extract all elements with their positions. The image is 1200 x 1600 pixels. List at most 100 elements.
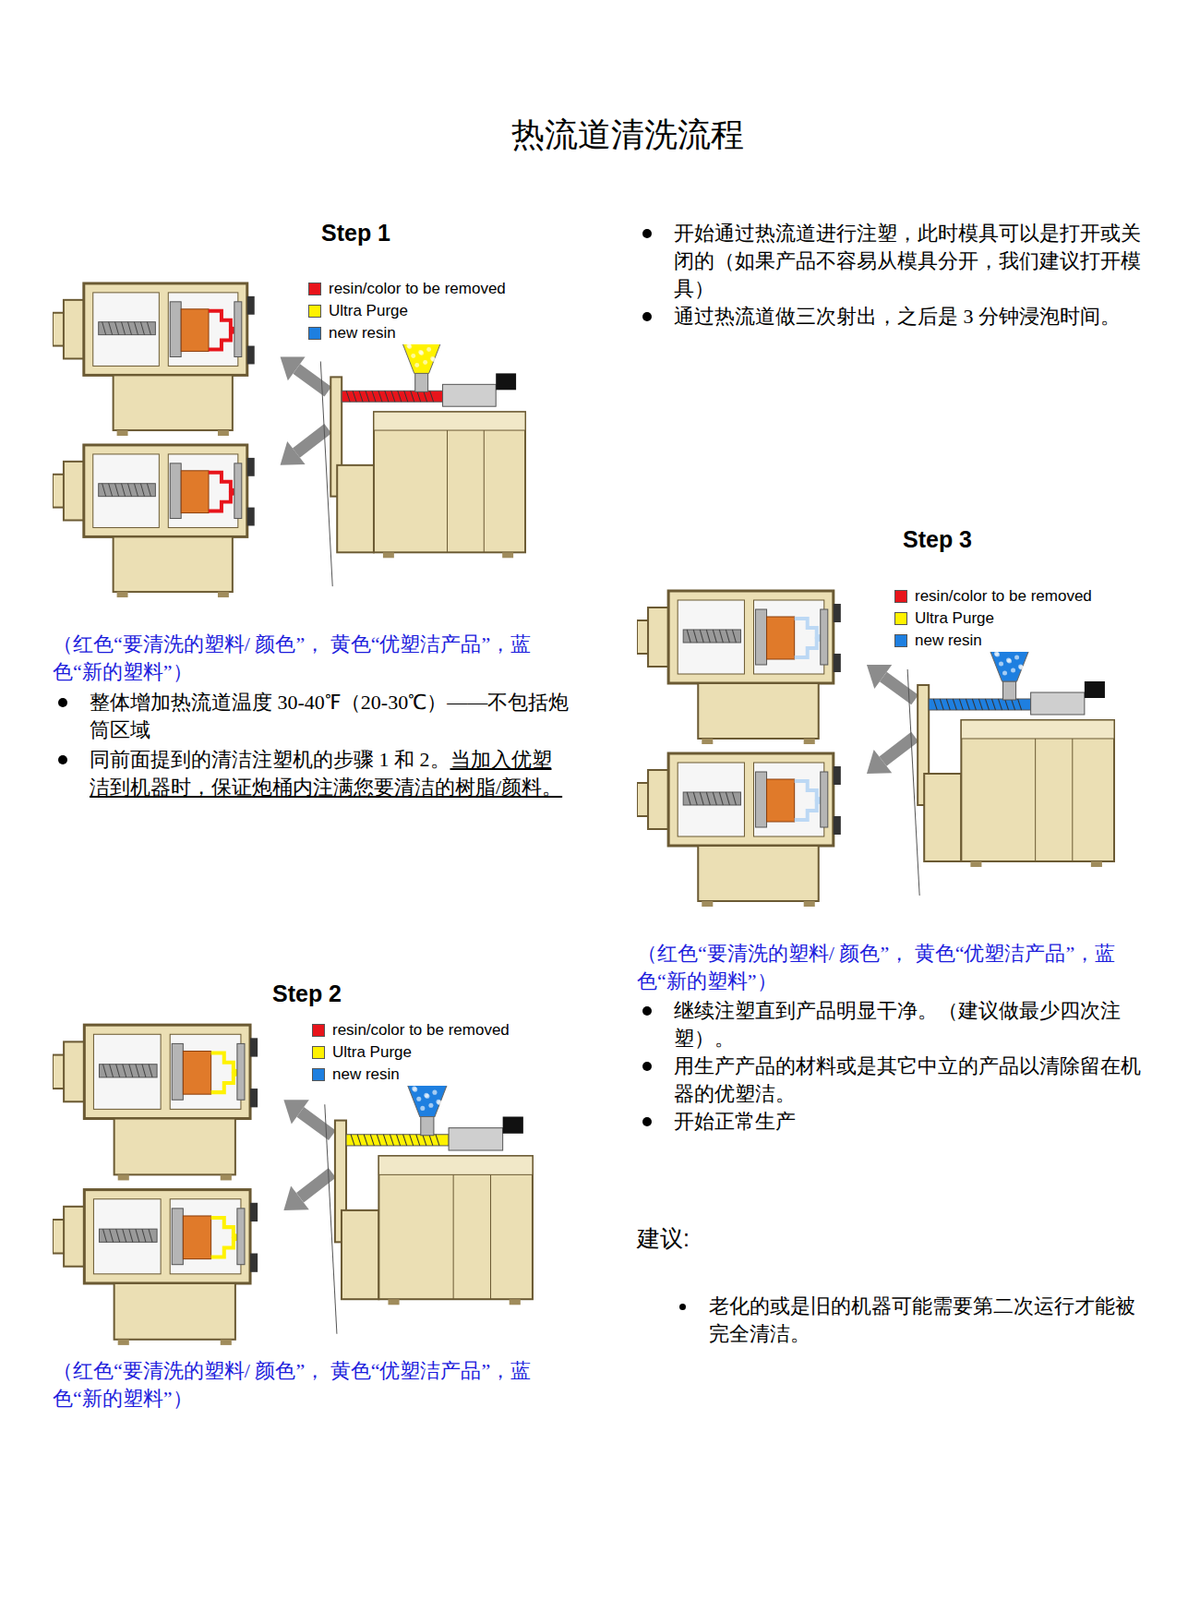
machine-part xyxy=(384,390,389,402)
machine-part xyxy=(142,1064,146,1078)
machine-part xyxy=(767,779,795,822)
machine-part xyxy=(365,390,370,402)
legend-text: Ultra Purge xyxy=(332,1043,412,1061)
figure-panel: resin/color to be removedUltra Purge new … xyxy=(52,1015,538,1353)
note-text: 同前面提到的清洁注塑机的步骤 1 和 2。 xyxy=(89,747,451,771)
machine-part xyxy=(336,465,374,552)
machine-part xyxy=(495,372,516,390)
legend-row: new resin xyxy=(308,322,506,345)
note-text: 老化的或是旧的机器可能需要第二次运行才能被完全清洁。 xyxy=(708,1294,1136,1345)
machine-part xyxy=(103,1228,108,1242)
machine-part xyxy=(699,792,704,805)
color-caption: （红色“要清洗的塑料/ 颜色”， 黄色“优塑洁产品”，蓝色“新的塑料”） xyxy=(52,1356,556,1413)
machine-part xyxy=(376,1134,381,1146)
bullet-item: 继续注塑直到产品明显干净。（建议做最少四次注塑）。 xyxy=(636,996,1154,1053)
machine-part xyxy=(429,1134,433,1146)
machine-part xyxy=(719,792,723,805)
color-caption: （红色“要清洗的塑料/ 颜色”， 黄色“优塑洁产品”，蓝色“新的塑料”） xyxy=(52,630,556,686)
machine-part xyxy=(383,1134,387,1146)
arrow-head xyxy=(866,749,892,774)
machine-part xyxy=(108,322,113,336)
machine-part xyxy=(169,463,181,519)
machine-part xyxy=(1011,698,1016,710)
machine-part xyxy=(1007,659,1012,664)
flow-arrow xyxy=(300,1172,333,1198)
machine-part xyxy=(116,1228,120,1242)
machine-part xyxy=(373,411,526,431)
advice-heading: 建议: xyxy=(636,1223,690,1254)
machine-part xyxy=(436,1100,442,1105)
machine-part xyxy=(182,1051,211,1095)
bullet-item: 整体增加热流道温度 30-40℉（20-30℃）——不包括炮筒区域 xyxy=(52,688,570,744)
bullet-dot xyxy=(642,1061,652,1071)
note-text: 整体增加热流道温度 30-40℉（20-30℃）——不包括炮筒区域 xyxy=(89,690,569,742)
legend-text: new resin xyxy=(332,1065,400,1083)
machine-part xyxy=(416,1096,421,1102)
machine-part xyxy=(755,609,767,665)
machine-part xyxy=(755,771,767,828)
machine-part xyxy=(820,771,828,828)
machine-part xyxy=(182,1215,211,1260)
legend-swatch xyxy=(312,1068,325,1081)
molded-part xyxy=(208,472,231,512)
bullet-item: 用生产产品的材料或是其它中立的产品以清除留在机器的优塑洁。 xyxy=(636,1052,1154,1108)
machine-part xyxy=(1003,681,1017,700)
machine-part xyxy=(432,1090,437,1095)
machine-part xyxy=(250,1202,258,1222)
legend-text: resin/color to be removed xyxy=(332,1020,510,1039)
bullet-dot xyxy=(679,1303,686,1310)
machine-part xyxy=(924,773,961,862)
machine-part xyxy=(180,470,209,514)
machine-part xyxy=(719,629,723,643)
machine-part xyxy=(820,609,828,665)
machine-part xyxy=(117,430,129,436)
machine-part xyxy=(217,591,229,598)
machine-part xyxy=(699,629,704,643)
legend-swatch xyxy=(312,1023,325,1037)
arrow-head xyxy=(283,1099,309,1124)
bullet-dot xyxy=(642,228,652,239)
machine-part xyxy=(346,390,350,402)
machine-part xyxy=(93,1033,161,1109)
legend-text: Ultra Purge xyxy=(328,301,408,320)
machine-part xyxy=(63,1206,86,1267)
machine-part xyxy=(389,1134,394,1146)
machine-part xyxy=(430,390,434,402)
machine-part xyxy=(420,1105,425,1111)
machine-part xyxy=(63,300,86,360)
machine-part xyxy=(113,536,233,592)
machine-part xyxy=(391,390,396,402)
machine-part xyxy=(352,390,357,402)
machine-part xyxy=(410,353,416,359)
machine-part xyxy=(370,1134,374,1146)
machine-part xyxy=(122,1064,127,1078)
legend-row: new resin xyxy=(894,629,1092,652)
machine-part xyxy=(117,591,129,598)
machine-part xyxy=(115,483,120,497)
machine-part xyxy=(1002,671,1008,676)
bullet-dot xyxy=(642,1006,652,1016)
machine-part xyxy=(247,296,255,315)
machine-part xyxy=(410,390,415,402)
machine-part xyxy=(412,1087,418,1092)
machine-part xyxy=(403,1134,408,1146)
machine-part xyxy=(998,661,1004,667)
bullet-item: 开始通过热流道进行注塑，此时模具可以是打开或关闭的（如果产品不容易从模具分开，我… xyxy=(636,219,1154,303)
machine-part xyxy=(109,1064,114,1078)
arrow-head xyxy=(280,441,306,466)
machine-part xyxy=(490,1155,492,1299)
machine-part xyxy=(378,1155,533,1175)
machine-part xyxy=(1091,861,1103,867)
machine-part xyxy=(833,816,841,835)
legend-text: resin/color to be removed xyxy=(914,587,1092,605)
machine-part xyxy=(142,1228,146,1242)
machine-part xyxy=(677,600,744,674)
machine-part xyxy=(732,629,736,643)
machine-part xyxy=(502,552,514,558)
machine-part xyxy=(686,629,691,643)
machine-part xyxy=(424,1093,430,1099)
machine-part xyxy=(93,1199,161,1274)
legend-row: new resin xyxy=(312,1063,510,1086)
machine-part xyxy=(84,444,248,537)
machine-part xyxy=(148,1064,153,1078)
